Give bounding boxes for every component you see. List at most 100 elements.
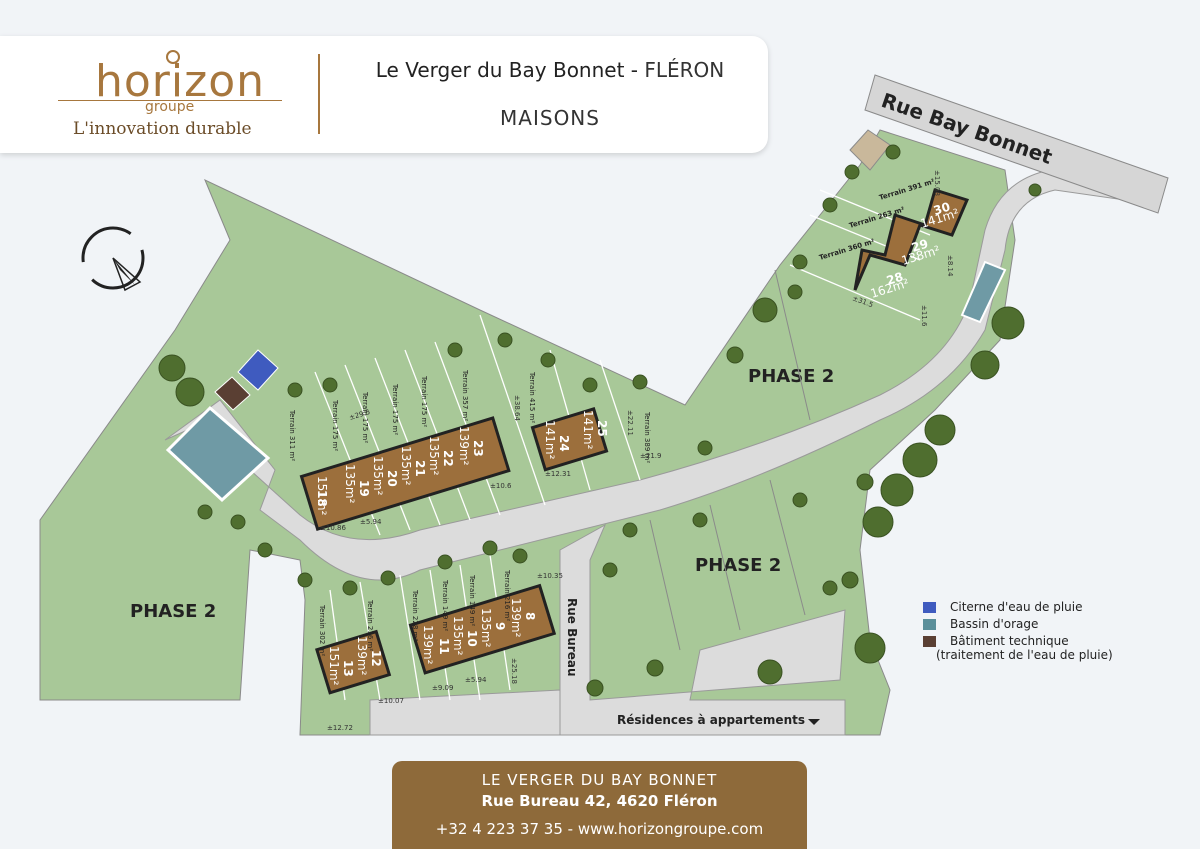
terrain-10: Terrain 149 m² [441, 579, 449, 631]
tree [632, 374, 648, 390]
house-8-number: 8 [523, 612, 537, 620]
house-19-area: 135m² [343, 464, 357, 504]
dimension: ±5.94 [465, 676, 487, 684]
brand-sub: groupe [145, 99, 195, 115]
map-legend: Citerne d'eau de pluie Bassin d'orage Bâ… [923, 600, 1113, 665]
tree [697, 440, 713, 456]
terrain-13: Terrain 302 m² [318, 604, 326, 656]
house-11-number: 11 [437, 638, 451, 655]
terrain-9: Terrain 149 m² [468, 574, 476, 626]
phase-north-east: PHASE 2 [748, 366, 834, 387]
tree [540, 352, 556, 368]
brand-tagline: L'innovation durable [73, 119, 252, 139]
header-divider [318, 54, 320, 134]
tree [752, 297, 778, 323]
house-9-area: 135m² [479, 608, 493, 648]
house-24-number: 24 [557, 435, 571, 452]
tree [322, 377, 338, 393]
street-bureau-label: Rue Bureau [565, 598, 579, 677]
tree [885, 144, 901, 160]
house-12-area: 139m² [355, 636, 369, 676]
tree [646, 659, 664, 677]
road-residences [369, 689, 561, 736]
terrain-18: Terrain 175 m² [331, 399, 339, 451]
title-separator: - [624, 58, 645, 82]
house-row-e [315, 629, 392, 695]
tree [692, 512, 708, 528]
legend-item-batiment: Bâtiment technique [923, 634, 1113, 648]
legend-item-batiment-note: (traitement de l'eau de pluie) [923, 648, 1113, 662]
tree [512, 548, 528, 564]
house-23-area: 139m² [457, 426, 471, 466]
dimension: ±21.9 [640, 452, 661, 460]
tree [880, 473, 914, 507]
tree [970, 350, 1000, 380]
house-row-c [853, 188, 970, 291]
house-13-area: 151m² [327, 646, 341, 686]
house-21-number: 21 [413, 460, 427, 477]
dimension: ±10.35 [537, 572, 563, 580]
tree [257, 542, 273, 558]
bassin-orage [165, 405, 271, 503]
tree [437, 554, 453, 570]
house-21-area: 135m² [399, 446, 413, 486]
house-28-number: 28 [885, 270, 905, 288]
house-18-area: 151m² [315, 476, 329, 516]
legend-label-batiment-note: (traitement de l'eau de pluie) [936, 648, 1113, 662]
terrain-19: Terrain 175 m² [361, 391, 369, 443]
bassin-east [960, 260, 1007, 324]
legend-swatch-spacer [923, 650, 936, 661]
footer-address: Rue Bureau 42, 4620 Fléron [481, 792, 718, 810]
terrain-23: Terrain 357 m² [461, 369, 469, 421]
tree [822, 197, 838, 213]
house-row-b [530, 407, 609, 472]
dimension: ±10.07 [378, 697, 404, 705]
header-card: horizon groupe L'innovation durable Le V… [0, 36, 768, 153]
house-11-area: 139m² [421, 625, 435, 665]
logo-line [58, 100, 282, 101]
tree [792, 254, 808, 270]
batiment-bay-bonnet [849, 129, 891, 171]
house-19-number: 19 [357, 480, 371, 497]
house-30-number: 30 [932, 200, 952, 218]
tree [586, 679, 604, 697]
north-arrow [81, 226, 145, 292]
dimension: ±5.94 [360, 518, 382, 526]
dimension: ±25.18 [510, 658, 518, 684]
footer-contact[interactable]: +32 4 223 37 35 - www.horizongroupe.com [435, 820, 764, 838]
house-18-number: 18 [315, 490, 329, 507]
tree [726, 346, 744, 364]
legend-swatch-bassin [923, 619, 936, 630]
tree [924, 414, 956, 446]
tree [175, 377, 205, 407]
tree [822, 580, 838, 596]
terrain-12: Terrain 216 m² [366, 599, 374, 651]
grass-main [39, 129, 1016, 736]
house-25-area: 141m² [581, 410, 595, 450]
tree [197, 504, 213, 520]
house-row-a [299, 416, 511, 531]
terrain-west: Terrain 311 m² [288, 409, 296, 461]
dimension: ±8.14 [946, 255, 954, 277]
house-10-area: 135m² [451, 616, 465, 656]
legend-item-citerne: Citerne d'eau de pluie [923, 600, 1113, 614]
legend-label-bassin: Bassin d'orage [950, 617, 1039, 631]
dimension: ±22.11 [626, 410, 634, 436]
tree [757, 659, 783, 685]
citerne-eau [237, 349, 279, 391]
terrain-20: Terrain 175 m² [391, 383, 399, 435]
tree [482, 540, 498, 556]
tree [380, 570, 396, 586]
house-12-number: 12 [369, 650, 383, 667]
tree [297, 572, 313, 588]
dimension: ±38.64 [513, 395, 521, 421]
house-22-number: 22 [441, 450, 455, 467]
dimension: ±10.6 [490, 482, 512, 490]
tree [856, 473, 874, 491]
tree [287, 382, 303, 398]
residences-label: Résidences à appartements [617, 713, 805, 727]
legend-swatch-citerne [923, 602, 936, 613]
footer-title: LE VERGER DU BAY BONNET [481, 771, 718, 789]
tree [787, 284, 803, 300]
